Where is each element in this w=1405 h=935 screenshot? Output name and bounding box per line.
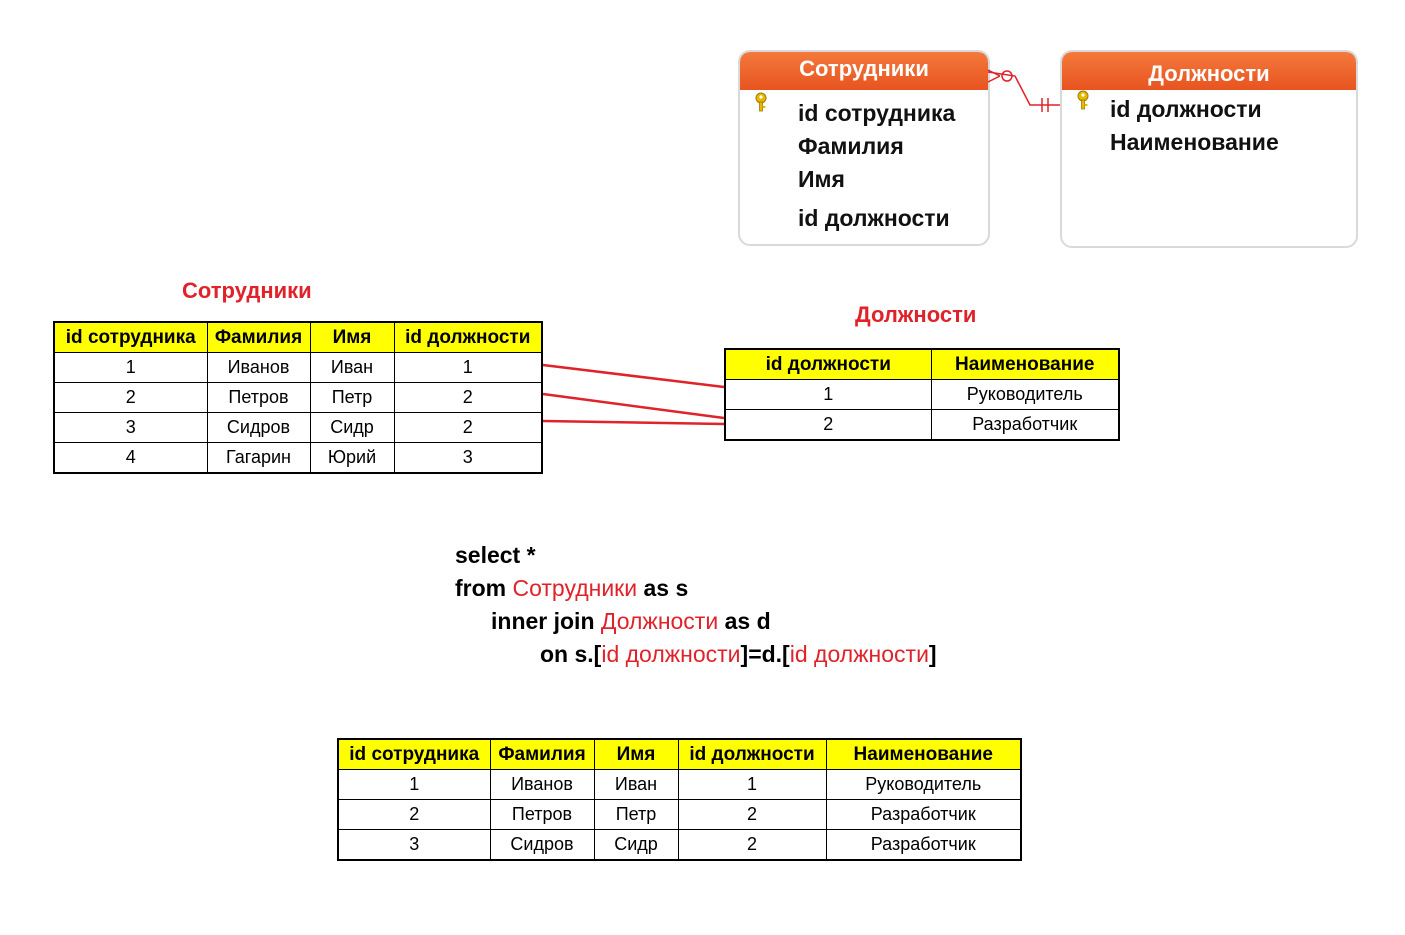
table-cell: Руководитель: [825, 769, 1022, 800]
table-cell: 2: [393, 382, 543, 413]
table-cell: 1: [393, 352, 543, 383]
sql-keyword: ]=d.[: [740, 641, 790, 667]
table-cell: Петров: [489, 799, 595, 830]
sql-column-name: id должности: [601, 641, 741, 667]
column-header: id должности: [724, 348, 932, 380]
column-header: Наименование: [930, 348, 1120, 380]
table-cell: Юрий: [309, 442, 395, 474]
table-cell: 2: [53, 382, 208, 413]
table-cell: Иван: [309, 352, 395, 383]
sql-table-name: Сотрудники: [512, 575, 638, 601]
table-header-row: id должности Наименование: [724, 348, 1120, 380]
sql-keyword: as s: [637, 575, 689, 601]
table-cell: Руководитель: [930, 379, 1120, 410]
positions-table-title: Должности: [855, 302, 977, 327]
table-row: 4 Гагарин Юрий 3: [53, 442, 543, 474]
key-icon: [755, 92, 767, 112]
sql-keyword: select *: [455, 542, 536, 568]
column-header: id сотрудника: [53, 321, 208, 353]
table-header-row: id сотрудника Фамилия Имя id должности: [53, 321, 543, 353]
table-cell: Сидр: [309, 412, 395, 443]
table-cell: 2: [337, 799, 491, 830]
table-row: 1 Иванов Иван 1 Руководитель: [337, 769, 1022, 800]
sql-keyword: inner join: [491, 608, 601, 634]
table-cell: 3: [393, 442, 543, 474]
er-field-name: Имя: [798, 166, 845, 192]
table-row: 2 Петров Петр 2 Разработчик: [337, 799, 1022, 830]
table-cell: Разработчик: [825, 829, 1022, 861]
sql-line-from: from Сотрудники as s: [455, 575, 688, 602]
table-cell: Петр: [309, 382, 395, 413]
key-icon: [1077, 90, 1089, 110]
er-field-position-id: id должности: [1110, 96, 1262, 122]
er-field-position-id: id должности: [798, 205, 950, 231]
column-header: Имя: [593, 738, 679, 770]
table-row: 1 Руководитель: [724, 379, 1120, 410]
column-header: Наименование: [825, 738, 1022, 770]
table-cell: Сидров: [489, 829, 595, 861]
column-header: Фамилия: [206, 321, 311, 353]
fk-links: [542, 363, 725, 426]
er-entity-employees-title: Сотрудники: [740, 52, 988, 90]
table-cell: 3: [53, 412, 208, 443]
table-cell: 2: [393, 412, 543, 443]
table-cell: Иванов: [206, 352, 311, 383]
employees-table: id сотрудника Фамилия Имя id должности 1…: [53, 321, 543, 474]
table-cell: Гагарин: [206, 442, 311, 474]
table-row: 2 Разработчик: [724, 409, 1120, 441]
table-cell: 4: [53, 442, 208, 474]
table-row: 3 Сидров Сидр 2 Разработчик: [337, 829, 1022, 861]
column-header: Фамилия: [489, 738, 595, 770]
table-cell: 2: [724, 409, 932, 441]
er-entity-positions: Должности id должности Наименование: [1060, 50, 1358, 248]
table-row: 1 Иванов Иван 1: [53, 352, 543, 383]
sql-keyword: as d: [718, 608, 771, 634]
er-entity-positions-title: Должности: [1062, 52, 1356, 90]
sql-line-join: inner join Должности as d: [491, 608, 771, 635]
er-field-position-name: Наименование: [1110, 129, 1279, 155]
table-cell: Сидров: [206, 412, 311, 443]
er-field-employee-id: id сотрудника: [798, 100, 956, 126]
column-header: Имя: [309, 321, 395, 353]
table-cell: 1: [724, 379, 932, 410]
sql-line-on: on s.[id должности]=d.[id должности]: [540, 641, 937, 668]
table-row: 2 Петров Петр 2: [53, 382, 543, 413]
er-entity-employees: Сотрудники id сотрудника Фамилия Имя id …: [738, 50, 990, 246]
table-cell: Иванов: [489, 769, 595, 800]
table-cell: 1: [337, 769, 491, 800]
sql-line-select: select *: [455, 542, 536, 569]
sql-table-name: Должности: [600, 608, 719, 634]
sql-column-name: id должности: [789, 641, 929, 667]
positions-table: id должности Наименование 1 Руководитель…: [724, 348, 1120, 441]
column-header: id должности: [677, 738, 827, 770]
table-cell: Сидр: [593, 829, 679, 861]
sql-keyword: on s.[: [540, 641, 602, 667]
table-row: 3 Сидров Сидр 2: [53, 412, 543, 443]
table-cell: 3: [337, 829, 491, 861]
column-header: id должности: [393, 321, 543, 353]
table-cell: Петр: [593, 799, 679, 830]
table-cell: Петров: [206, 382, 311, 413]
table-cell: 1: [677, 769, 827, 800]
sql-keyword: ]: [928, 641, 937, 667]
result-table: id сотрудника Фамилия Имя id должности Н…: [337, 738, 1022, 861]
column-header: id сотрудника: [337, 738, 491, 770]
table-cell: 1: [53, 352, 208, 383]
table-cell: 2: [677, 829, 827, 861]
sql-keyword: from: [455, 575, 513, 601]
er-relationship-line: [987, 69, 1060, 112]
table-cell: Иван: [593, 769, 679, 800]
table-header-row: id сотрудника Фамилия Имя id должности Н…: [337, 738, 1022, 770]
er-field-surname: Фамилия: [798, 133, 904, 159]
table-cell: Разработчик: [930, 409, 1120, 441]
table-cell: 2: [677, 799, 827, 830]
table-cell: Разработчик: [825, 799, 1022, 830]
employees-table-title: Сотрудники: [182, 278, 312, 303]
